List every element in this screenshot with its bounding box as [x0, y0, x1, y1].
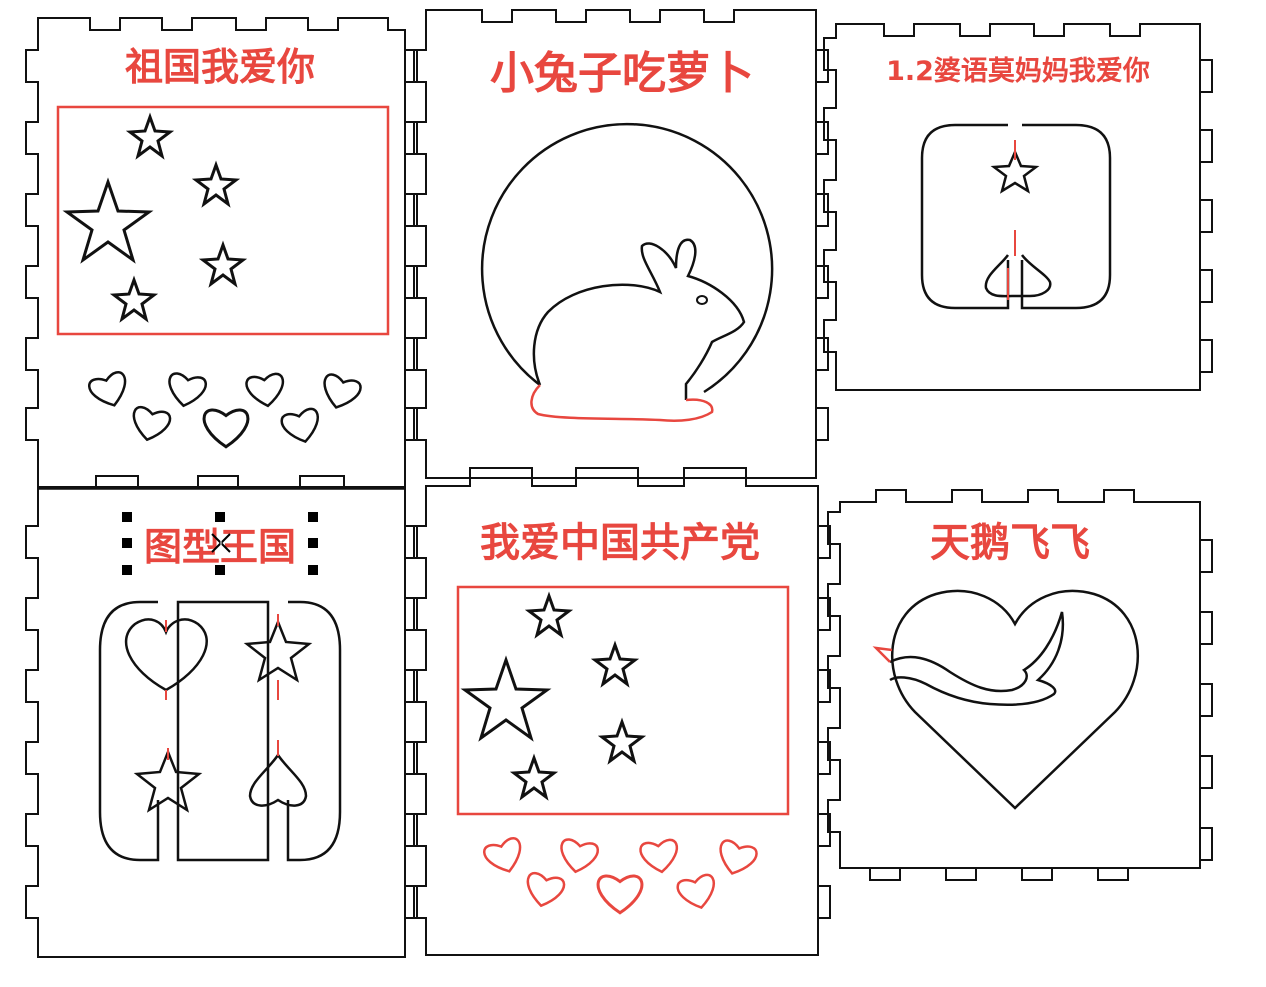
selection-handle[interactable]	[122, 565, 132, 575]
panel-puzzle-title: 图型王国	[144, 525, 296, 569]
rabbit-eye-icon	[696, 295, 708, 305]
panel-swan-title: 天鹅飞飞	[930, 520, 1090, 566]
selection-handle[interactable]	[215, 565, 225, 575]
small-star-icon	[590, 640, 640, 688]
panel-puzzle[interactable]: 图型王国	[25, 475, 418, 958]
heart-icon	[168, 372, 208, 408]
selection-handle[interactable]	[122, 512, 132, 522]
swan-icon	[889, 611, 1065, 706]
panel-mom-outline	[823, 23, 1201, 391]
selection-handle[interactable]	[308, 512, 318, 522]
rabbit-icon	[532, 238, 746, 400]
panel-motherland[interactable]: 祖国我爱你	[25, 17, 418, 488]
small-star-icon	[524, 591, 574, 639]
selection-box[interactable]	[122, 512, 318, 575]
small-star-icon	[198, 240, 248, 288]
heart-icon	[280, 407, 319, 444]
spade-icon	[984, 254, 1052, 298]
panel-mom[interactable]: 1.2婆语莫妈妈我爱你	[823, 23, 1213, 391]
big-star-icon	[460, 655, 552, 742]
panel-rabbit[interactable]: 小兔子吃萝卜	[413, 9, 829, 479]
big-star-icon	[62, 177, 154, 264]
heart-icon	[202, 408, 250, 449]
rounded-rect-icon	[920, 123, 1112, 310]
small-star-icon	[191, 160, 241, 208]
heart-icon	[323, 373, 362, 409]
panel-motherland-outline	[25, 17, 406, 488]
heart-icon	[639, 838, 679, 874]
selection-handle[interactable]	[308, 565, 318, 575]
heart-icon	[132, 405, 172, 442]
engrave-edge	[1007, 140, 1016, 300]
panel-puzzle-outline	[25, 475, 406, 958]
small-star-icon	[125, 112, 175, 160]
selection-handle[interactable]	[122, 538, 132, 548]
heart-icon	[676, 873, 715, 910]
selection-handle[interactable]	[215, 512, 225, 522]
heart-icon	[483, 837, 522, 873]
small-star-icon	[597, 717, 647, 765]
panel-party-outline	[413, 467, 819, 956]
panel-rabbit-outline	[413, 9, 817, 479]
rounded-rect-icon	[98, 600, 342, 862]
star-icon	[133, 748, 203, 813]
small-star-icon	[509, 753, 559, 801]
heart-outline-icon	[890, 589, 1140, 810]
heart-icon	[596, 874, 644, 915]
spade-icon	[248, 752, 308, 807]
small-star-icon	[109, 275, 159, 323]
flag-rect-icon	[56, 105, 390, 336]
selection-handle[interactable]	[308, 538, 318, 548]
panel-swan[interactable]: 天鹅飞飞	[827, 489, 1213, 881]
engrave-edge	[165, 614, 279, 760]
panel-swan-outline	[827, 489, 1201, 869]
star-icon	[990, 148, 1040, 194]
flag-rect-icon	[456, 585, 790, 816]
panel-motherland-title: 祖国我爱你	[125, 45, 315, 89]
panel-party-title: 我爱中国共产党	[480, 520, 760, 566]
rabbit-base-icon	[530, 384, 714, 422]
heart-icon	[719, 839, 758, 875]
moon-circle-icon	[480, 122, 774, 394]
heart-icon	[88, 371, 127, 407]
heart-icon	[560, 838, 600, 874]
heart-row	[483, 837, 758, 915]
heart-row	[88, 371, 362, 449]
panel-party[interactable]: 我爱中国共产党	[413, 467, 831, 956]
panel-mom-title: 1.2婆语莫妈妈我爱你	[886, 56, 1150, 87]
heart-icon	[245, 372, 285, 408]
star-icon	[243, 618, 313, 683]
swan-beak	[872, 646, 893, 663]
move-cursor-icon	[211, 530, 231, 556]
panel-rabbit-title: 小兔子吃萝卜	[490, 48, 754, 99]
heart-icon	[526, 871, 566, 908]
